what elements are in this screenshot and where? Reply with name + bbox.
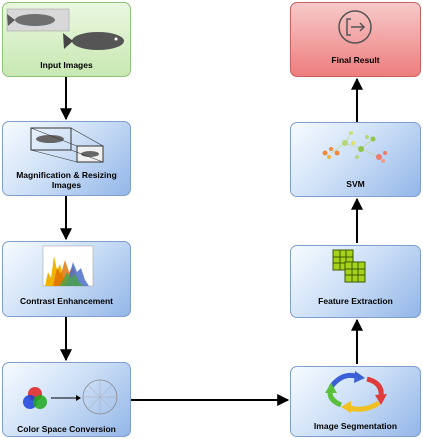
magnification-node: Magnification & Resizing Images — [2, 121, 131, 196]
final-result-node: Final Result — [290, 2, 421, 77]
input-images-label: Input Images — [40, 60, 93, 70]
scatter-cluster-icon — [322, 131, 387, 163]
feature-extraction-node: Feature Extraction — [290, 245, 421, 318]
segmentation-label: Image Segmentation — [313, 421, 398, 431]
histogram-icon — [42, 245, 94, 287]
cycle-arrows-icon — [325, 371, 387, 413]
color-space-node: Color Space Conversion — [2, 362, 131, 437]
input-images-node: Input Images — [2, 2, 131, 77]
contrast-node: Contrast Enhancement — [2, 241, 131, 317]
magnification-label: Magnification & Resizing Images — [16, 170, 117, 190]
fish-photo-icon — [6, 8, 124, 50]
svm-node: SVM — [290, 122, 421, 197]
color-space-label: Color Space Conversion — [17, 424, 116, 434]
contrast-label: Contrast Enhancement — [19, 296, 114, 306]
exit-icon — [338, 10, 372, 44]
color-circles-icon — [23, 379, 118, 415]
segmentation-node: Image Segmentation — [290, 366, 421, 437]
feature-extraction-label: Feature Extraction — [318, 296, 393, 306]
final-result-label: Final Result — [331, 55, 380, 65]
svm-label: SVM — [346, 179, 365, 189]
green-grid-icon — [332, 249, 366, 283]
magnify-fish-icon — [30, 127, 104, 163]
